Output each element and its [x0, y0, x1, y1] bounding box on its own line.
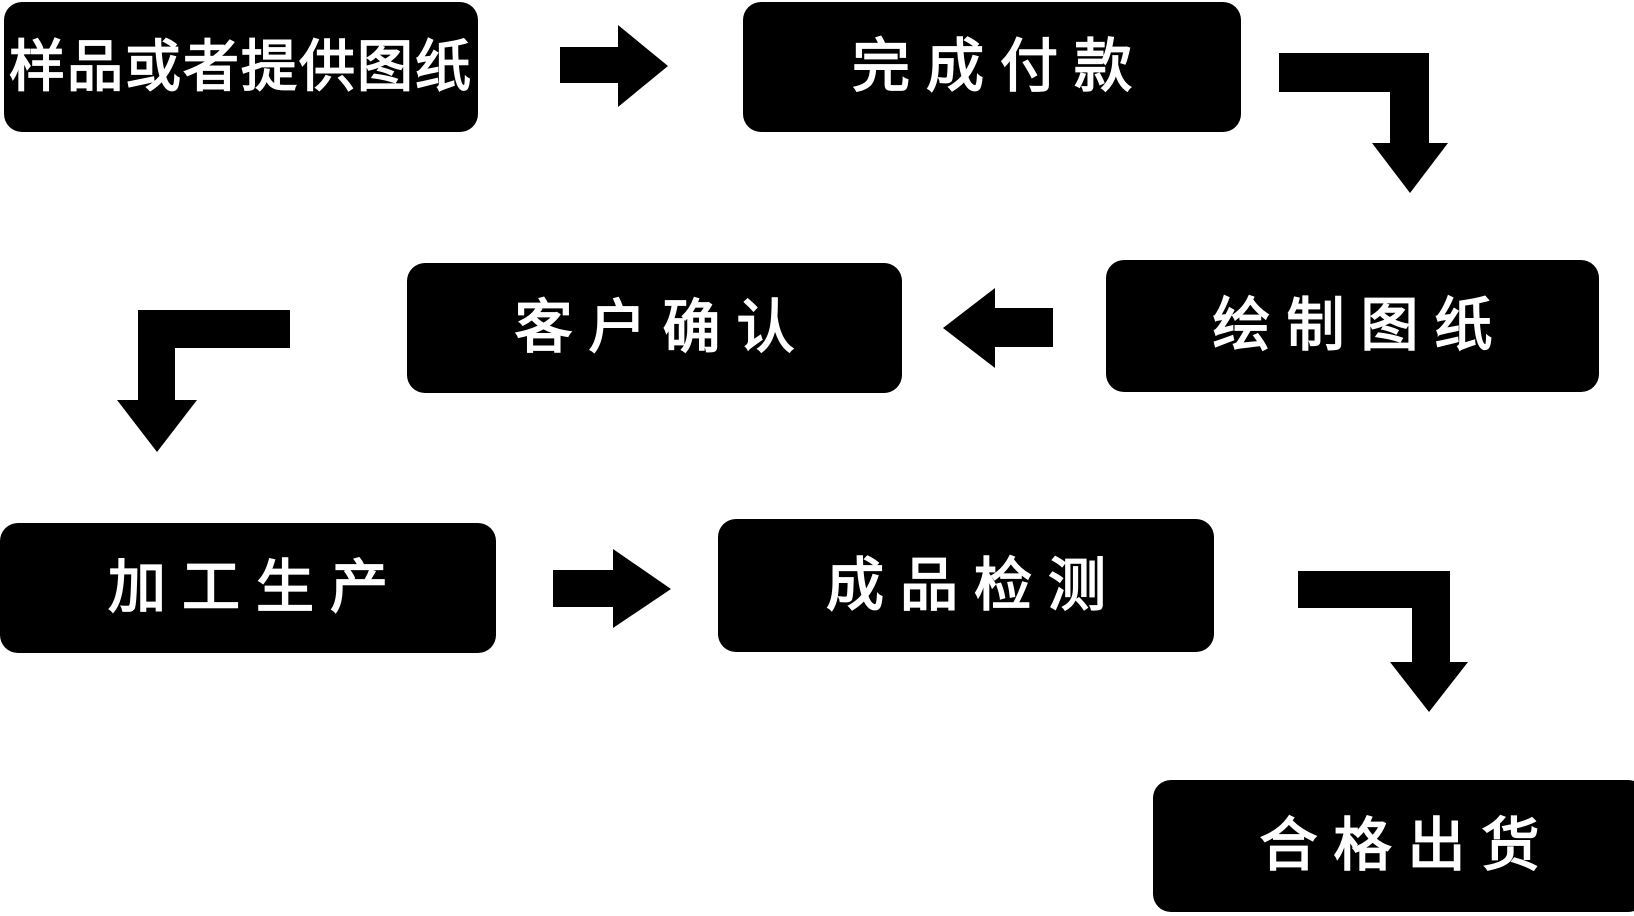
- flow-node-finished-product-inspection: 成品检测: [718, 519, 1214, 652]
- arrow-left-icon: [943, 288, 1053, 368]
- flow-node-draw-drawing: 绘制图纸: [1106, 260, 1599, 392]
- flow-node-customer-confirmation: 客户确认: [407, 263, 902, 393]
- flow-node-sample-or-provide-drawing: 样品或者提供图纸: [4, 2, 478, 132]
- arrow-right-icon: [560, 25, 668, 107]
- arrow-elbow-left-down-icon: [117, 310, 290, 452]
- arrow-elbow-right-down-icon: [1298, 571, 1468, 712]
- flow-node-complete-payment: 完成付款: [743, 2, 1241, 132]
- arrow-right-icon: [553, 549, 671, 628]
- flow-node-qualified-shipment: 合格出货: [1153, 780, 1634, 912]
- flow-node-processing-production: 加工生产: [0, 523, 496, 653]
- arrow-elbow-right-down-icon: [1279, 53, 1448, 193]
